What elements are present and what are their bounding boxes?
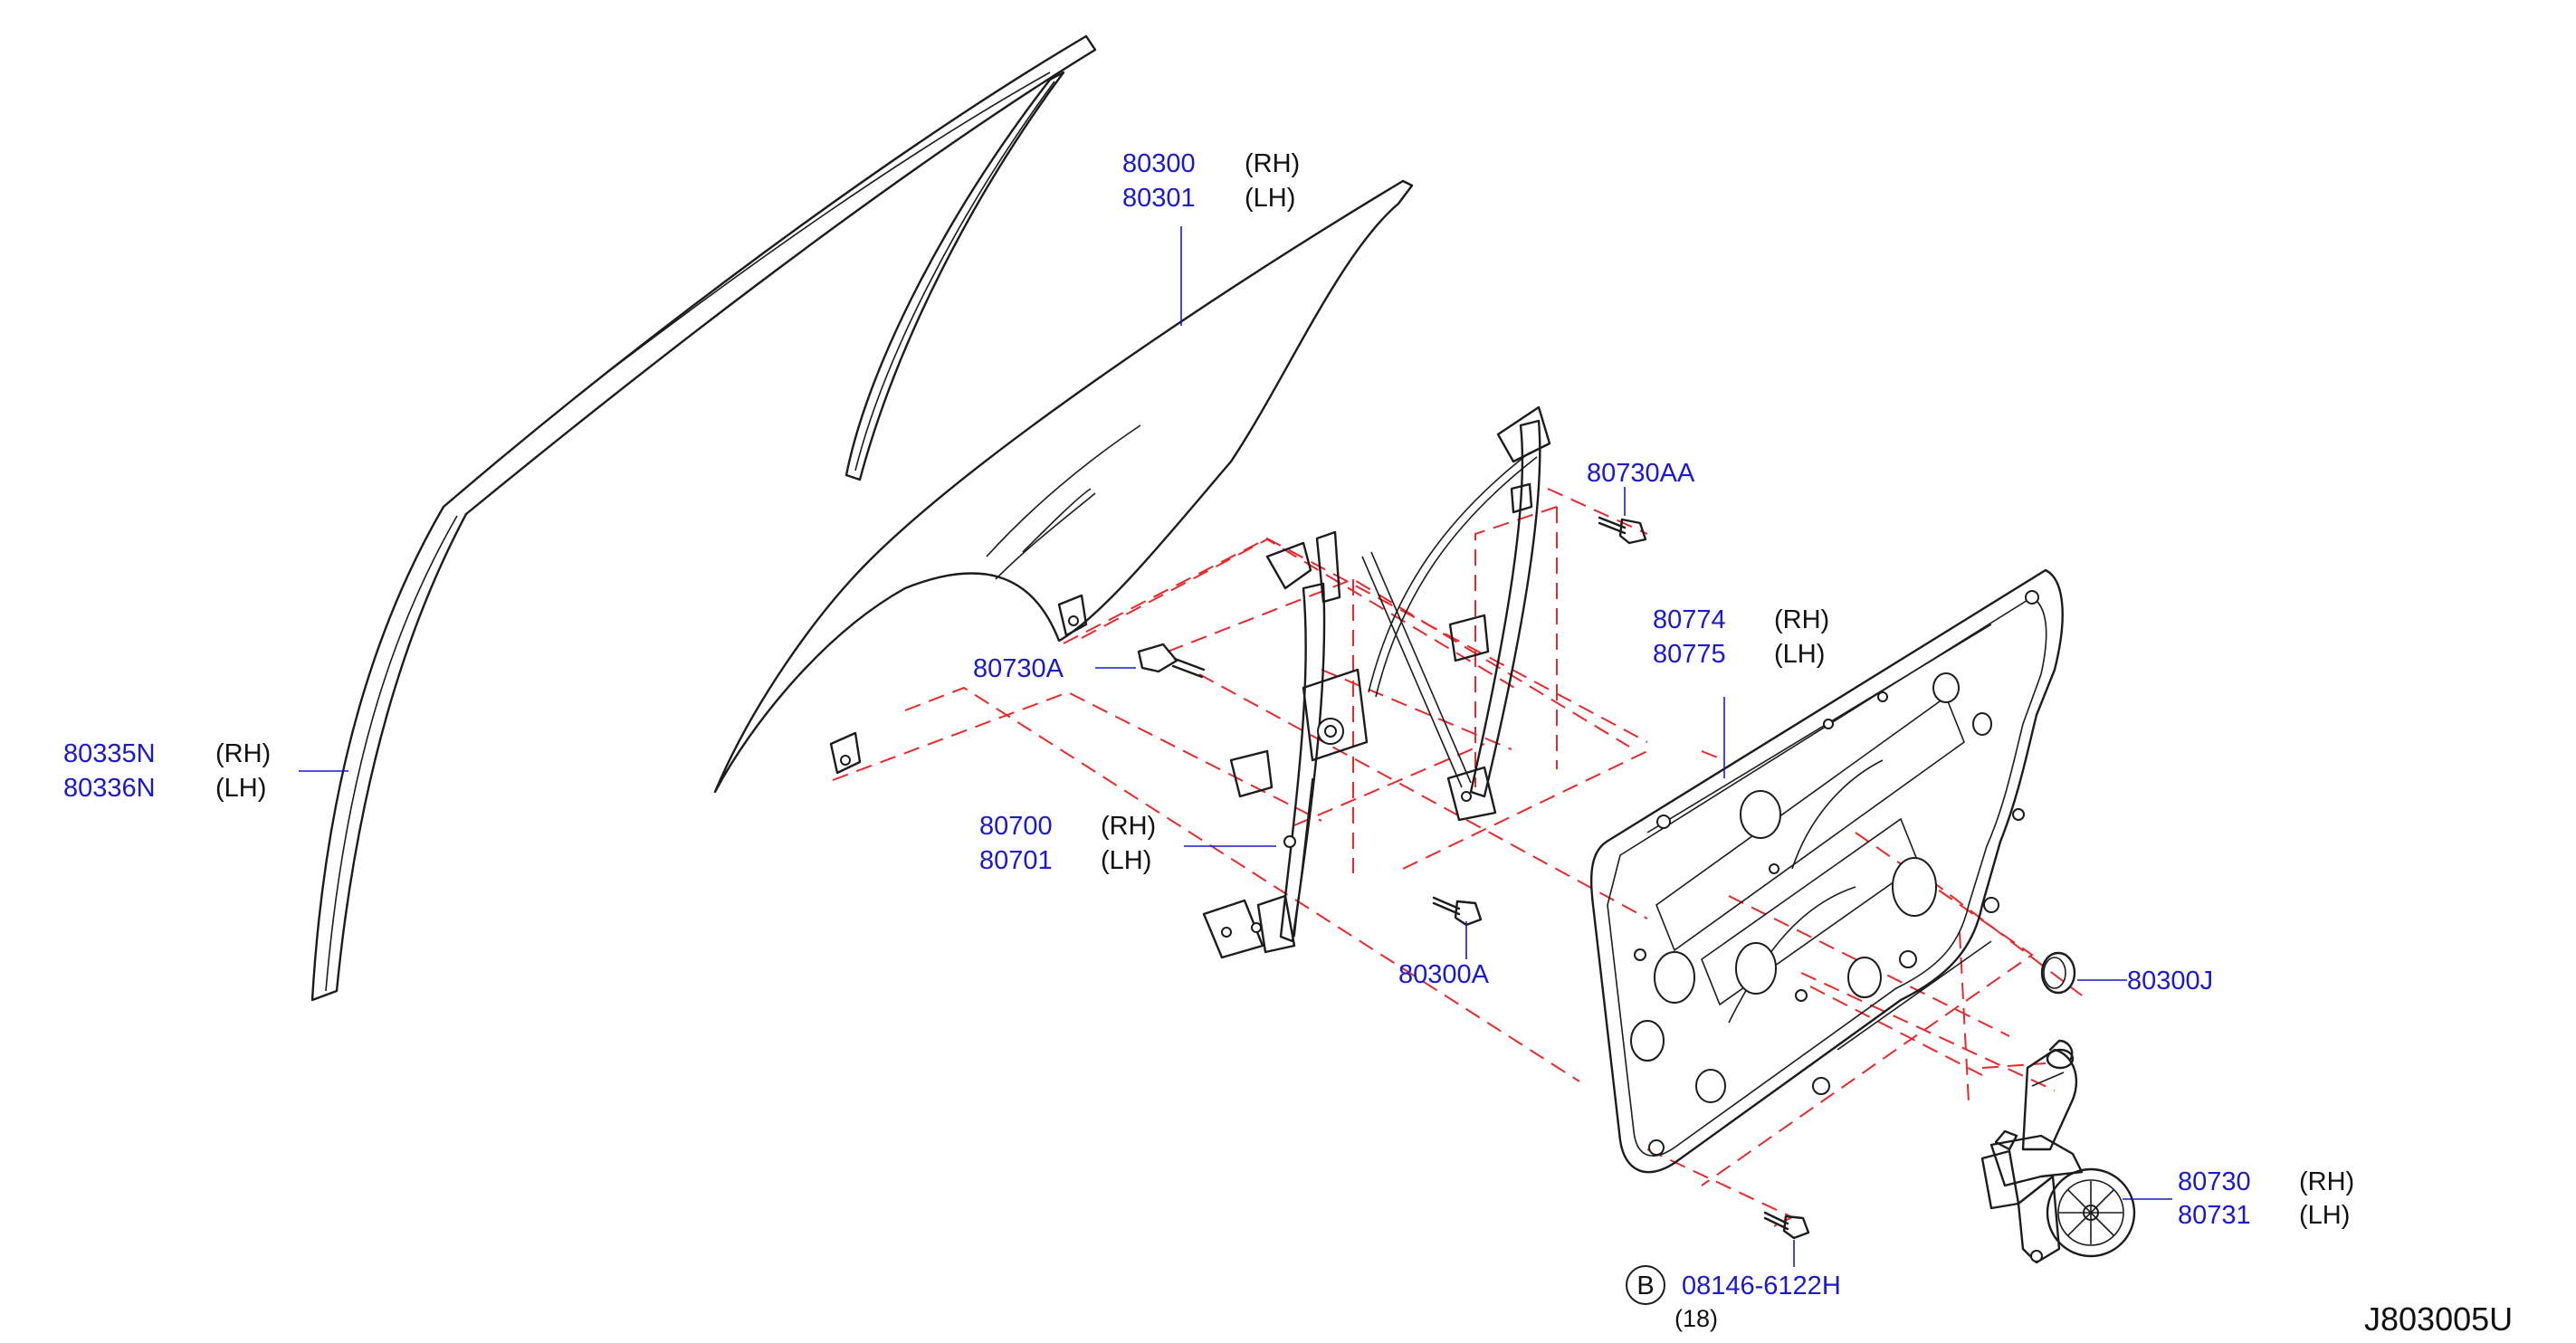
side-lh: (LH) <box>1101 846 1151 875</box>
side-lh: (LH) <box>215 774 266 803</box>
part-number-80730[interactable]: 80730 <box>2178 1167 2251 1196</box>
part-number-08146-6122h[interactable]: 08146-6122H <box>1682 1272 1841 1300</box>
door-glass[interactable] <box>713 179 1414 794</box>
part-number-80336n[interactable]: 80336N <box>63 774 156 803</box>
bolt-80730aa[interactable] <box>1598 516 1647 545</box>
callout-plug: 80300J <box>2127 967 2213 995</box>
side-rh: (RH) <box>215 739 271 768</box>
part-number-80774[interactable]: 80774 <box>1653 605 1726 634</box>
door-module-panel[interactable] <box>1589 568 2064 1174</box>
part-number-80335n[interactable]: 80335N <box>63 739 156 768</box>
callout-bolt-left: 80730A <box>973 654 1064 683</box>
bolt-08146-6122h[interactable] <box>1763 1211 1810 1240</box>
side-lh: (LH) <box>1774 640 1825 669</box>
quantity: (18) <box>1674 1305 1718 1332</box>
part-number-80730aa[interactable]: 80730AA <box>1587 459 1695 488</box>
window-regulator[interactable] <box>1202 405 1551 959</box>
side-lh: (LH) <box>1245 184 1295 213</box>
callout-module-panel: 80774 (RH) 80775 (LH) <box>1653 605 1829 669</box>
callout-sash: 80335N (RH) 80336N (LH) <box>63 739 271 803</box>
side-rh: (RH) <box>1245 149 1300 178</box>
part-number-80301[interactable]: 80301 <box>1122 184 1196 213</box>
callout-motor: 80730 (RH) 80731 (LH) <box>2178 1167 2354 1230</box>
callout-regulator: 80700 (RH) 80701 (LH) <box>979 812 1156 875</box>
side-rh: (RH) <box>2299 1167 2354 1196</box>
bolt-marker-circle <box>1626 1265 1665 1305</box>
glass-run-sash[interactable] <box>310 34 1097 1002</box>
callout-bolt-lower: 80300A <box>1398 960 1490 989</box>
leader-lines <box>299 226 2172 1267</box>
diagram-id: J803005U <box>2364 1300 2513 1338</box>
part-number-80775[interactable]: 80775 <box>1653 640 1726 669</box>
side-rh: (RH) <box>1774 605 1829 634</box>
part-number-80300[interactable]: 80300 <box>1122 149 1196 178</box>
part-number-80700[interactable]: 80700 <box>979 812 1053 841</box>
side-lh: (LH) <box>2299 1201 2350 1230</box>
plug-80300j[interactable] <box>2040 951 2076 995</box>
part-number-80300a[interactable]: 80300A <box>1398 960 1490 989</box>
part-number-80701[interactable]: 80701 <box>979 846 1053 875</box>
callout-bolt-b: B 08146-6122H (18) <box>1626 1265 1841 1332</box>
bolt-80300a[interactable] <box>1432 896 1483 927</box>
part-number-80730a[interactable]: 80730A <box>973 654 1064 683</box>
bolt-80730a[interactable] <box>1137 643 1206 679</box>
callout-glass: 80300 (RH) 80301 (LH) <box>1122 149 1300 213</box>
part-number-80300j[interactable]: 80300J <box>2127 967 2213 995</box>
regulator-motor[interactable] <box>1980 1039 2136 1264</box>
bolt-marker-letter: B <box>1636 1272 1654 1300</box>
part-number-80731[interactable]: 80731 <box>2178 1201 2251 1230</box>
side-rh: (RH) <box>1101 812 1156 841</box>
callout-bolt-upper: 80730AA <box>1587 459 1695 488</box>
